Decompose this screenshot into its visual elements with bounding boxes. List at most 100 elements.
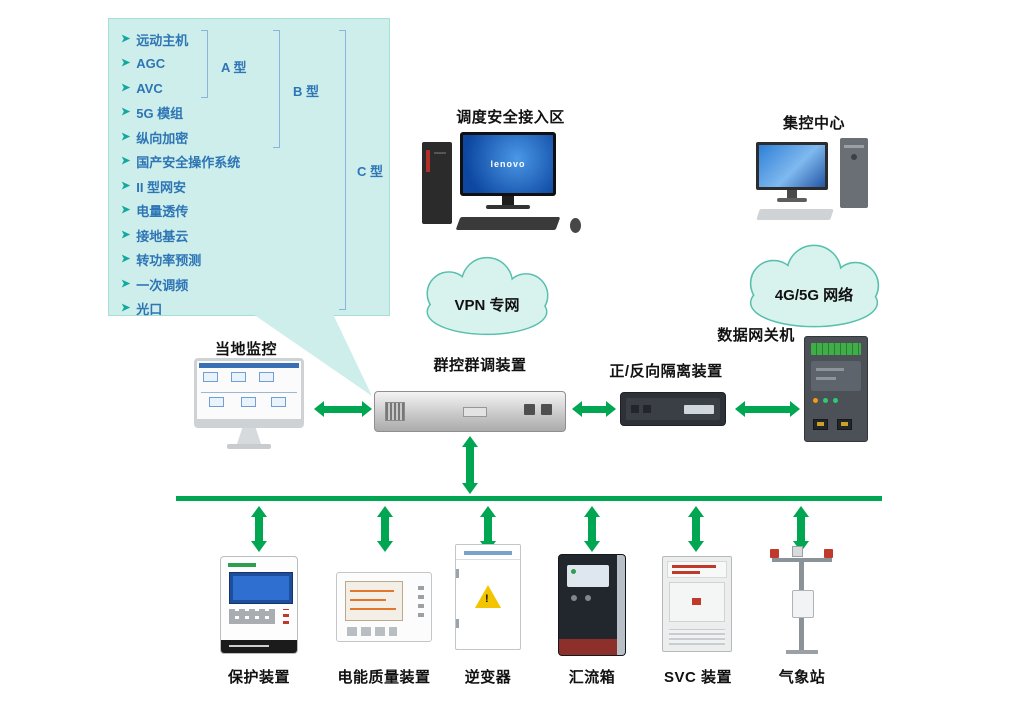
device-screen: [567, 565, 609, 587]
bracket-type-c: [339, 30, 346, 310]
device-vent: [643, 405, 651, 413]
arrow-bullet-icon: ➤: [121, 302, 131, 315]
device-lcd: [229, 572, 293, 604]
svc-device-label: SVC 装置: [663, 669, 732, 686]
arrow-bus-protection: [250, 506, 267, 552]
status-led: [823, 398, 828, 403]
status-leds: [283, 609, 289, 624]
arrow-bus-inverter: [479, 506, 496, 552]
combiner-box-icon: [558, 554, 626, 656]
control-center-label: 集控中心: [782, 115, 845, 132]
mobile-network-cloud: 4G/5G 网络: [726, 238, 902, 334]
cloud-icon: [749, 244, 880, 328]
mast-base: [786, 650, 818, 654]
sensor-crossarm: [772, 558, 832, 562]
device-faceplate: [626, 398, 720, 420]
arrow-bullet-icon: ➤: [121, 57, 131, 70]
feature-item: ➤ 转功率预测: [121, 248, 240, 273]
dispatch-computer-icon: lenovo: [420, 130, 590, 236]
feature-item-label: AVC: [136, 80, 163, 96]
power-quality-label: 电能质量装置: [337, 669, 431, 686]
device-button: [571, 595, 577, 601]
arrow-bullet-icon: ➤: [121, 228, 131, 241]
inverter-cabinet-icon: !: [455, 544, 521, 650]
arrow-bus-powerquality: [376, 506, 393, 552]
gateway-device-icon: [804, 336, 868, 442]
arrow-bullet-icon: ➤: [121, 81, 131, 94]
feature-item: ➤远动主机: [121, 27, 240, 52]
arrow-bullet-icon: ➤: [121, 32, 131, 45]
group-control-label: 群控群调装置: [433, 357, 527, 374]
feature-item-label: 一次调频: [136, 277, 189, 293]
arrow-bus-weather: [792, 506, 809, 552]
pc-monitor: lenovo: [460, 132, 556, 196]
ethernet-port: [837, 419, 852, 430]
status-led: [813, 398, 818, 403]
status-led: [833, 398, 838, 403]
feature-item-label: 纵向加密: [136, 130, 189, 146]
device-nameplate: [667, 561, 727, 578]
arrow-bus-combiner: [583, 506, 600, 552]
group-control-device-icon: [374, 391, 566, 432]
scada-busline: [201, 392, 297, 393]
monitor-base: [777, 198, 807, 202]
arrow-bullet-icon: ➤: [121, 253, 131, 266]
cloud-icon: [426, 256, 549, 336]
device-footer: [221, 640, 297, 653]
ethernet-port: [813, 419, 828, 430]
feature-item-label: 接地基云: [136, 228, 189, 244]
gateway-label: 数据网关机: [717, 327, 795, 344]
panel-seam: [456, 559, 520, 560]
feature-list: ➤远动主机 ➤AGC ➤AVC ➤5G 模组 ➤纵向加密 ➤国产安全操作系统 ➤…: [121, 27, 240, 321]
device-nameplate: [684, 405, 714, 414]
device-button: [585, 595, 591, 601]
arrow-bullet-icon: ➤: [121, 277, 131, 290]
feature-item: ➤ AVC: [121, 76, 240, 101]
vpn-cloud: VPN 专网: [406, 250, 568, 342]
screen-brand-text: lenovo: [490, 159, 526, 169]
arrow-groupcontrol-bus: [461, 436, 478, 494]
control-center-computer-icon: [756, 138, 876, 230]
inverter-label: 逆变器: [464, 669, 512, 686]
pc-tower: [840, 138, 868, 208]
feature-item-label: 光口: [136, 302, 163, 318]
warning-exclamation: !: [485, 593, 489, 605]
feature-item: ➤AGC: [121, 52, 240, 77]
terminal-block: [811, 343, 861, 355]
feature-item: ➤ 接地基云: [121, 223, 240, 248]
mouse-icon: [570, 218, 581, 233]
local-monitor-label: 当地监控: [214, 341, 277, 358]
monitor-base: [486, 205, 530, 209]
arrow-bullet-icon: ➤: [121, 106, 131, 119]
protection-device-icon: [220, 556, 298, 654]
weather-station-icon: [766, 544, 838, 656]
bracket-type-a: [201, 30, 208, 98]
monitor-frame: [194, 358, 304, 428]
warning-triangle-icon: [475, 585, 501, 608]
feature-item: ➤国产安全操作系统: [121, 150, 240, 175]
scada-toolbar: [199, 363, 299, 368]
svc-cabinet-icon: [662, 556, 732, 652]
bracket-label-b: B 型: [293, 84, 320, 99]
hinge: [456, 569, 459, 578]
wind-sensor: [770, 549, 779, 558]
isolation-device-label: 正/反向隔离装置: [609, 363, 723, 380]
arrow-bullet-icon: ➤: [121, 204, 131, 217]
monitor-stand: [502, 196, 514, 205]
feature-item-label: 国产安全操作系统: [136, 155, 241, 171]
protection-device-label: 保护装置: [227, 669, 290, 686]
bottom-band: [559, 639, 617, 655]
feature-item-label: 转功率预测: [136, 253, 202, 269]
arrow-groupcontrol-isolation: [572, 401, 616, 417]
rack-port: [524, 404, 535, 415]
feature-item: ➤II 型网安: [121, 174, 240, 199]
power-quality-device-icon: [336, 572, 432, 642]
side-panel: [617, 555, 625, 655]
dispatch-area-label: 调度安全接入区: [456, 109, 565, 126]
monitor-stand: [237, 428, 261, 444]
monitor-stand: [787, 190, 797, 198]
rack-vent: [385, 402, 405, 421]
function-keys: [347, 627, 397, 636]
arrow-bullet-icon: ➤: [121, 130, 131, 143]
keyboard-icon: [455, 217, 561, 230]
